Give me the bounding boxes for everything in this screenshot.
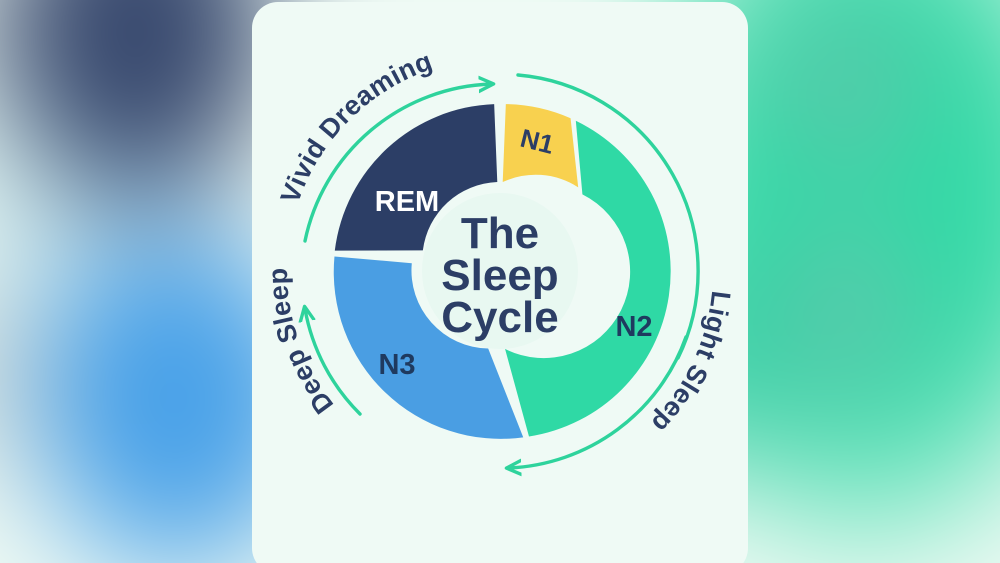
arrow-top-left: [303, 84, 491, 243]
center-title-line-3: Cycle: [441, 293, 558, 342]
slice-n2[interactable]: [505, 120, 671, 437]
center-title-line-1: The: [461, 209, 539, 258]
sleep-cycle-donut-chart: The Sleep Cycle N1 N2 N3 REM Vivid Dream…: [263, 46, 736, 563]
slice-label-n2: N2: [615, 311, 652, 343]
arrow-bottom: [509, 335, 688, 468]
slice-rem[interactable]: [334, 104, 498, 251]
arrow-left: [305, 309, 362, 416]
center-title: The Sleep Cycle: [441, 209, 558, 342]
outer-caption-deep-sleep: Deep Sleep: [263, 267, 339, 419]
arrow-right: [516, 73, 700, 360]
infographic-card: The Sleep Cycle N1 N2 N3 REM Vivid Dream…: [252, 2, 748, 563]
donut-slices: [333, 104, 671, 439]
slice-n3[interactable]: [333, 256, 524, 439]
cycle-arrows: [303, 73, 700, 468]
slice-label-n3: N3: [378, 349, 415, 381]
center-disc: [422, 193, 578, 349]
background-blur-blob: [726, 171, 965, 453]
center-title-line-2: Sleep: [441, 251, 558, 300]
slice-n1[interactable]: [502, 104, 579, 188]
slice-label-rem: REM: [375, 186, 439, 218]
outer-caption-deep-sleep-text: Deep Sleep: [263, 267, 339, 419]
